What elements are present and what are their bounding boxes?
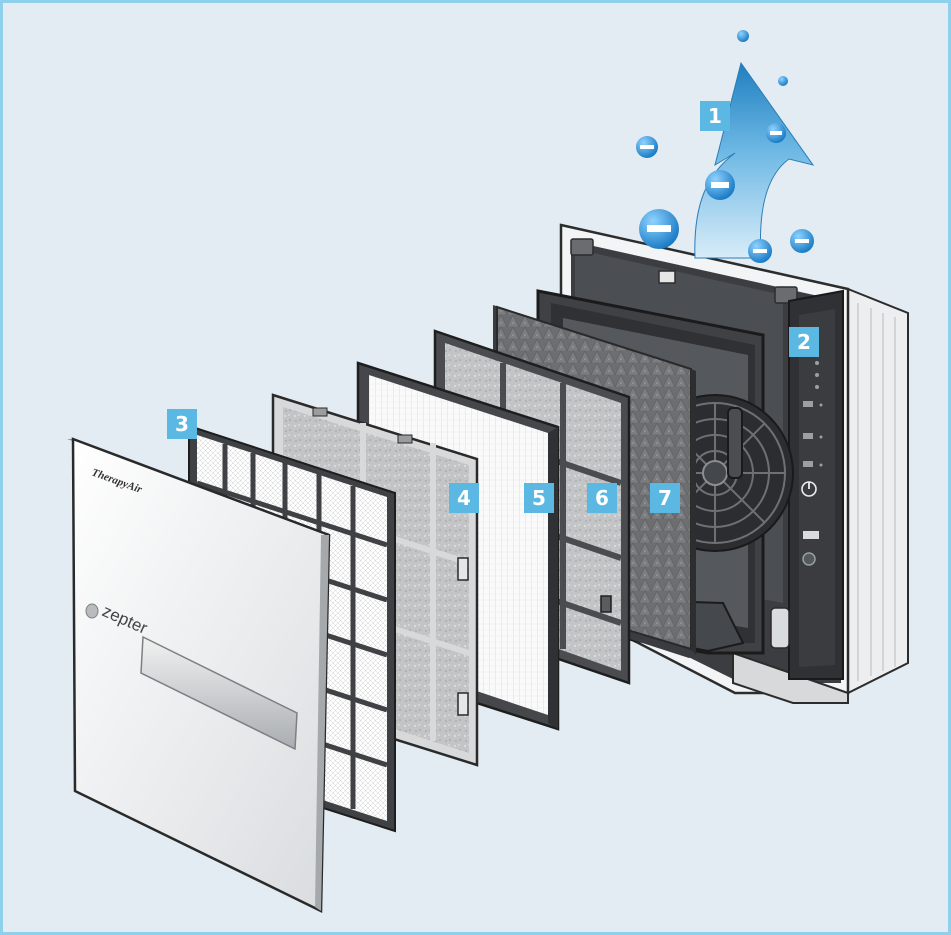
callout-4: 4 [449, 483, 479, 513]
callout-3: 3 [167, 409, 197, 439]
exploded-view-illustration: TherapyAir zepter [3, 3, 951, 935]
callout-2: 2 [789, 327, 819, 357]
callout-1: 1 [700, 101, 730, 131]
callout-5: 5 [524, 483, 554, 513]
airflow-arrow-icon [695, 63, 813, 258]
callout-7: 7 [650, 483, 680, 513]
callout-6: 6 [587, 483, 617, 513]
